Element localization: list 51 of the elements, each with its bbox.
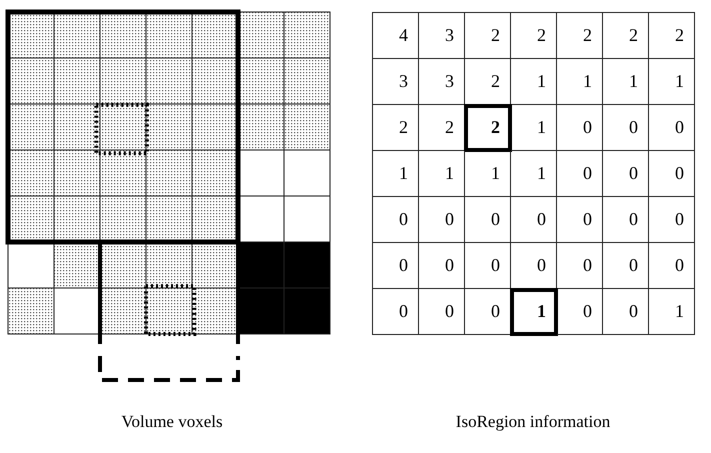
table-cell: 2 (373, 105, 419, 151)
table-cell: 0 (373, 243, 419, 289)
table-cell: 2 (603, 13, 649, 59)
table-cell: 1 (419, 151, 465, 197)
table-cell: 1 (465, 151, 511, 197)
table-cell: 0 (557, 105, 603, 151)
table-cell: 1 (373, 151, 419, 197)
table-cell: 0 (557, 289, 603, 335)
table-cell: 3 (373, 59, 419, 105)
caption: IsoRegion information (454, 412, 612, 432)
table-cell: 1 (511, 289, 557, 335)
table-cell: 0 (557, 243, 603, 289)
table-cell: 0 (511, 197, 557, 243)
table-cell: 3 (419, 13, 465, 59)
table-cell: 0 (465, 197, 511, 243)
table-cell: 4 (373, 13, 419, 59)
table-cell: 2 (557, 13, 603, 59)
table-cell: 1 (557, 59, 603, 105)
table-cell: 1 (649, 289, 695, 335)
table-cell: 0 (557, 197, 603, 243)
table-cell: 2 (649, 13, 695, 59)
table-cell: 0 (649, 105, 695, 151)
table-cell: 0 (465, 289, 511, 335)
table-cell: 0 (603, 151, 649, 197)
table-cell: 3 (419, 59, 465, 105)
caption: Volume voxels (120, 412, 224, 432)
table-cell: 2 (465, 13, 511, 59)
table-cell: 0 (373, 197, 419, 243)
table-cell: 0 (557, 151, 603, 197)
table-cell: 1 (511, 59, 557, 105)
table-cell: 0 (373, 289, 419, 335)
table-cell: 0 (603, 197, 649, 243)
table-cell: 2 (511, 13, 557, 59)
table-cell: 0 (419, 197, 465, 243)
table-cell: 0 (603, 243, 649, 289)
table-cell: 0 (419, 243, 465, 289)
table-cell: 0 (511, 243, 557, 289)
table-cell: 1 (603, 59, 649, 105)
table-cell: 0 (603, 105, 649, 151)
table-cell: 2 (465, 59, 511, 105)
table-cell: 0 (419, 289, 465, 335)
table-cell: 0 (465, 243, 511, 289)
table-cell: 1 (511, 151, 557, 197)
table-cell: 0 (649, 243, 695, 289)
table-cell: 2 (465, 105, 511, 151)
table-cell: 0 (649, 197, 695, 243)
table-cell: 1 (511, 105, 557, 151)
table-cell: 0 (649, 151, 695, 197)
table-cell: 2 (419, 105, 465, 151)
table-cell: 1 (649, 59, 695, 105)
table-cell: 0 (603, 289, 649, 335)
